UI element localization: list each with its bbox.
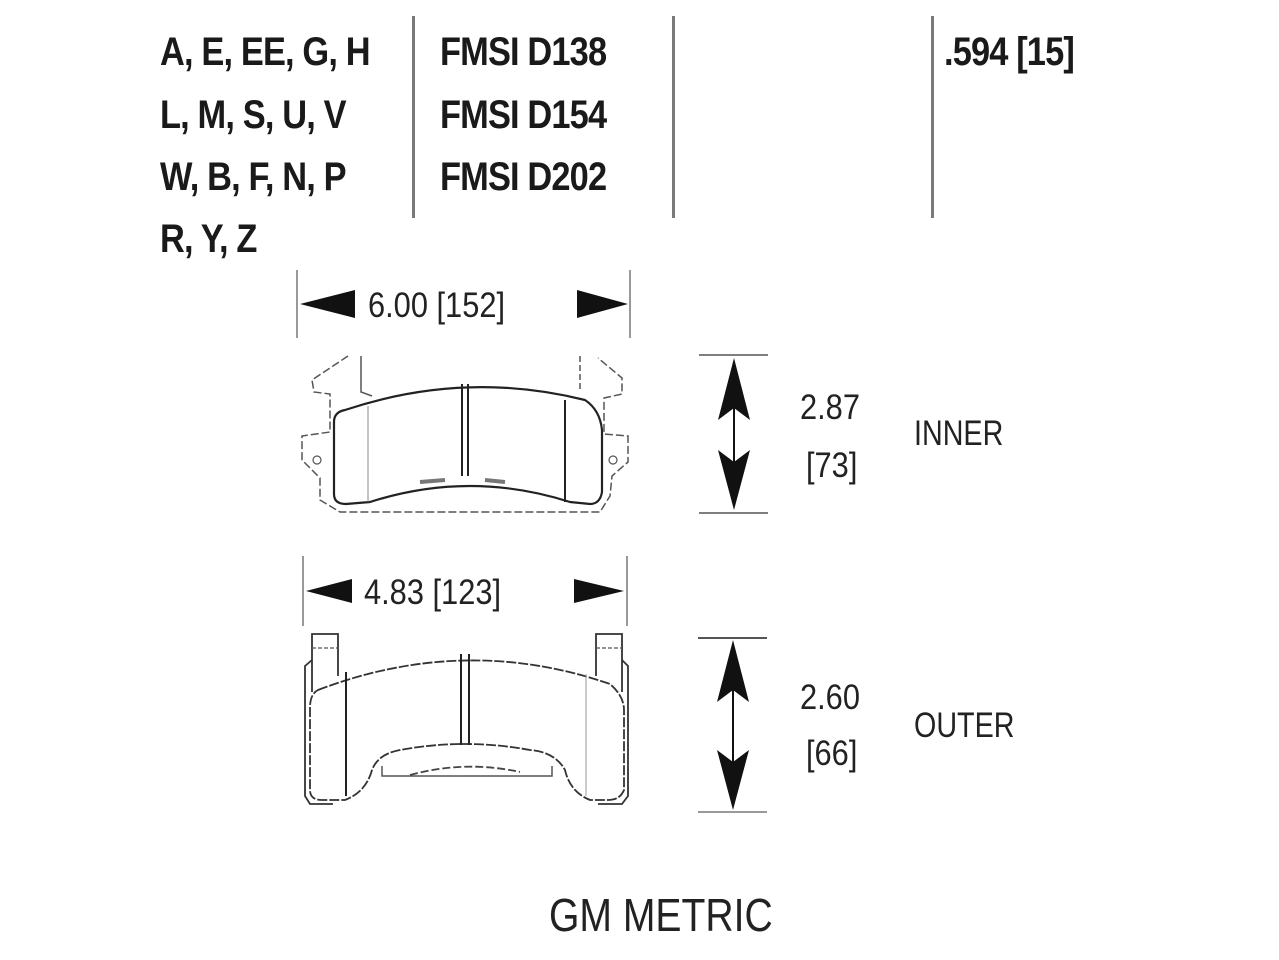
- arrow-right-icon: [574, 579, 624, 603]
- application-row-1: A, E, EE, G, H: [160, 30, 371, 74]
- inner-width-dimension: [296, 270, 631, 338]
- arrow-left-icon: [306, 579, 352, 603]
- outer-pad-outline: [304, 633, 629, 805]
- inner-width-label: 6.00 [152]: [368, 286, 506, 325]
- outer-width-label: 4.83 [123]: [364, 573, 502, 612]
- arrow-down-icon: [718, 450, 750, 510]
- outer-width-dimension: [302, 556, 628, 626]
- application-row-4: R, Y, Z: [160, 217, 257, 261]
- arrow-down-icon: [717, 750, 749, 810]
- arrow-up-icon: [718, 358, 750, 420]
- application-row-2: L, M, S, U, V: [160, 93, 347, 137]
- fmsi-number-2: FMSI D154: [440, 93, 607, 137]
- column-divider-2: [672, 16, 675, 218]
- pad-thickness: .594 [15]: [944, 30, 1075, 74]
- arrow-right-icon: [577, 290, 628, 318]
- column-divider-3: [931, 16, 934, 218]
- application-row-3: W, B, F, N, P: [160, 155, 347, 199]
- outer-height-mm: [66]: [806, 734, 858, 773]
- inner-pad-label: INNER: [914, 414, 1004, 453]
- fmsi-number-1: FMSI D138: [440, 30, 607, 74]
- outer-pad-label: OUTER: [914, 706, 1015, 745]
- inner-height-dimension: [699, 354, 768, 514]
- fmsi-number-3: FMSI D202: [440, 155, 607, 199]
- inner-height-mm: [73]: [806, 446, 858, 485]
- arrow-left-icon: [300, 290, 355, 318]
- inner-pad-outline: [301, 355, 629, 513]
- arrow-up-icon: [717, 640, 749, 702]
- diagram-title: GM METRIC: [549, 889, 773, 941]
- outer-height-dimension: [698, 637, 767, 813]
- column-divider-1: [412, 16, 415, 218]
- inner-height-inches: 2.87: [800, 388, 860, 427]
- outer-height-inches: 2.60: [800, 678, 860, 717]
